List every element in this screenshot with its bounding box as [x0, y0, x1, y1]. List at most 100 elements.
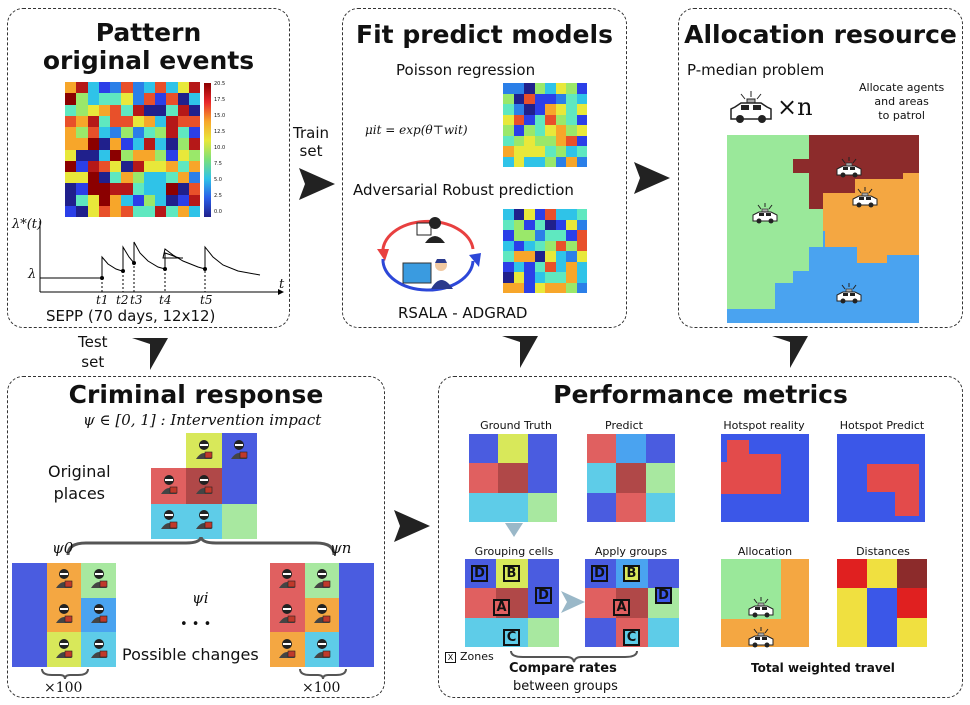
robber-icon: [88, 567, 110, 593]
heat-cell: [155, 115, 167, 127]
zone-label: C: [503, 629, 520, 646]
heat-cell: [143, 127, 155, 139]
heat-cell: [503, 125, 514, 136]
heat-cell: [65, 194, 77, 206]
heat-cell: [155, 104, 167, 116]
heat-cell: [503, 219, 514, 230]
heat-cell: [576, 104, 587, 115]
heat-cell: [177, 138, 189, 150]
heat-cell: [177, 194, 189, 206]
grid-cell: [837, 617, 867, 647]
heat-cell: [98, 104, 110, 116]
heat-cell: [98, 127, 110, 139]
zones-legend-icon: X: [445, 652, 456, 663]
pattern-title: Pattern original events: [42, 18, 255, 75]
robber-icon: [276, 637, 298, 663]
heat-cell: [177, 183, 189, 195]
t-axis-label: t: [279, 277, 285, 292]
set-label: set: [299, 142, 323, 160]
heat-cell: [143, 93, 155, 105]
grid-cell: [151, 468, 187, 504]
fit-panel: Fit predict models Poisson regression μi…: [342, 8, 627, 328]
heat-cell: [76, 183, 88, 195]
heat-cell: [545, 156, 556, 167]
heat-cell: [534, 261, 545, 272]
grid-cell: [270, 597, 305, 633]
distances-label: Distances: [856, 545, 910, 558]
heat-cell: [534, 209, 545, 220]
heat-cell: [98, 149, 110, 161]
robber-icon: [311, 567, 333, 593]
heat-cell: [545, 135, 556, 146]
grid-cell: [221, 433, 257, 469]
arrow-right-1: [299, 168, 335, 200]
heat-cell: [65, 160, 77, 172]
heat-cell: [566, 93, 577, 104]
heat-cell: [534, 83, 545, 94]
grid-cell: [527, 434, 557, 464]
heat-cell: [166, 82, 178, 94]
grid-cell: [339, 597, 374, 633]
grid-cell: [304, 597, 340, 633]
heat-cell: [110, 183, 122, 195]
heat-cell: [132, 115, 144, 127]
colorbar-tick: 10.0: [214, 145, 226, 151]
heat-cell: [576, 114, 587, 125]
heat-cell: [132, 194, 144, 206]
heat-cell: [534, 240, 545, 251]
grid-cell: [81, 597, 116, 633]
heat-cell: [524, 135, 535, 146]
robber-icon: [158, 508, 180, 534]
heat-cell: [524, 104, 535, 115]
grid-cell: [867, 559, 897, 589]
heat-cell: [555, 146, 566, 157]
hotspot-predict-map: [837, 434, 925, 522]
heat-cell: [555, 209, 566, 220]
heat-cell: [503, 230, 514, 241]
grid-cell: [527, 559, 559, 589]
heat-cell: [576, 230, 587, 241]
psin-grid: [270, 563, 374, 667]
heat-cell: [98, 82, 110, 94]
heat-cell: [503, 156, 514, 167]
grid-cell: [616, 492, 646, 522]
heat-cell: [143, 138, 155, 150]
colorbar-tick: 15.0: [214, 113, 226, 119]
grid-cell: [465, 588, 497, 618]
heat-cell: [188, 149, 200, 161]
heat-cell: [555, 125, 566, 136]
heat-cell: [98, 93, 110, 105]
heat-cell: [534, 156, 545, 167]
heat-cell: [513, 272, 524, 283]
grouping-cells-label: Grouping cells: [474, 545, 554, 558]
heat-cell: [65, 205, 77, 217]
heat-cell: [121, 183, 133, 195]
heat-cell: [503, 135, 514, 146]
heat-cell: [132, 172, 144, 184]
allocate-note: Allocate agents and areas to patrol: [859, 81, 944, 123]
heat-cell: [155, 149, 167, 161]
grid-cell: [186, 468, 222, 504]
heat-cell: [555, 104, 566, 115]
heat-cell: [166, 115, 178, 127]
heat-cell: [76, 127, 88, 139]
heat-cell: [513, 93, 524, 104]
heat-cell: [98, 205, 110, 217]
heat-cell: [76, 82, 88, 94]
colorbar-tick: 5.0: [214, 177, 222, 183]
allocation-map: [727, 135, 919, 323]
grid-cell: [867, 617, 897, 647]
heat-cell: [513, 251, 524, 262]
t5-label: t5: [200, 293, 213, 307]
heat-cell: [87, 127, 99, 139]
grid-cell: [151, 433, 187, 469]
zone-label: D: [535, 587, 552, 604]
heat-cell: [110, 160, 122, 172]
robber-icon: [88, 637, 110, 663]
heat-cell: [143, 183, 155, 195]
grid-cell: [46, 563, 82, 598]
heat-cell: [166, 93, 178, 105]
heat-cell: [576, 146, 587, 157]
heat-cell: [534, 125, 545, 136]
